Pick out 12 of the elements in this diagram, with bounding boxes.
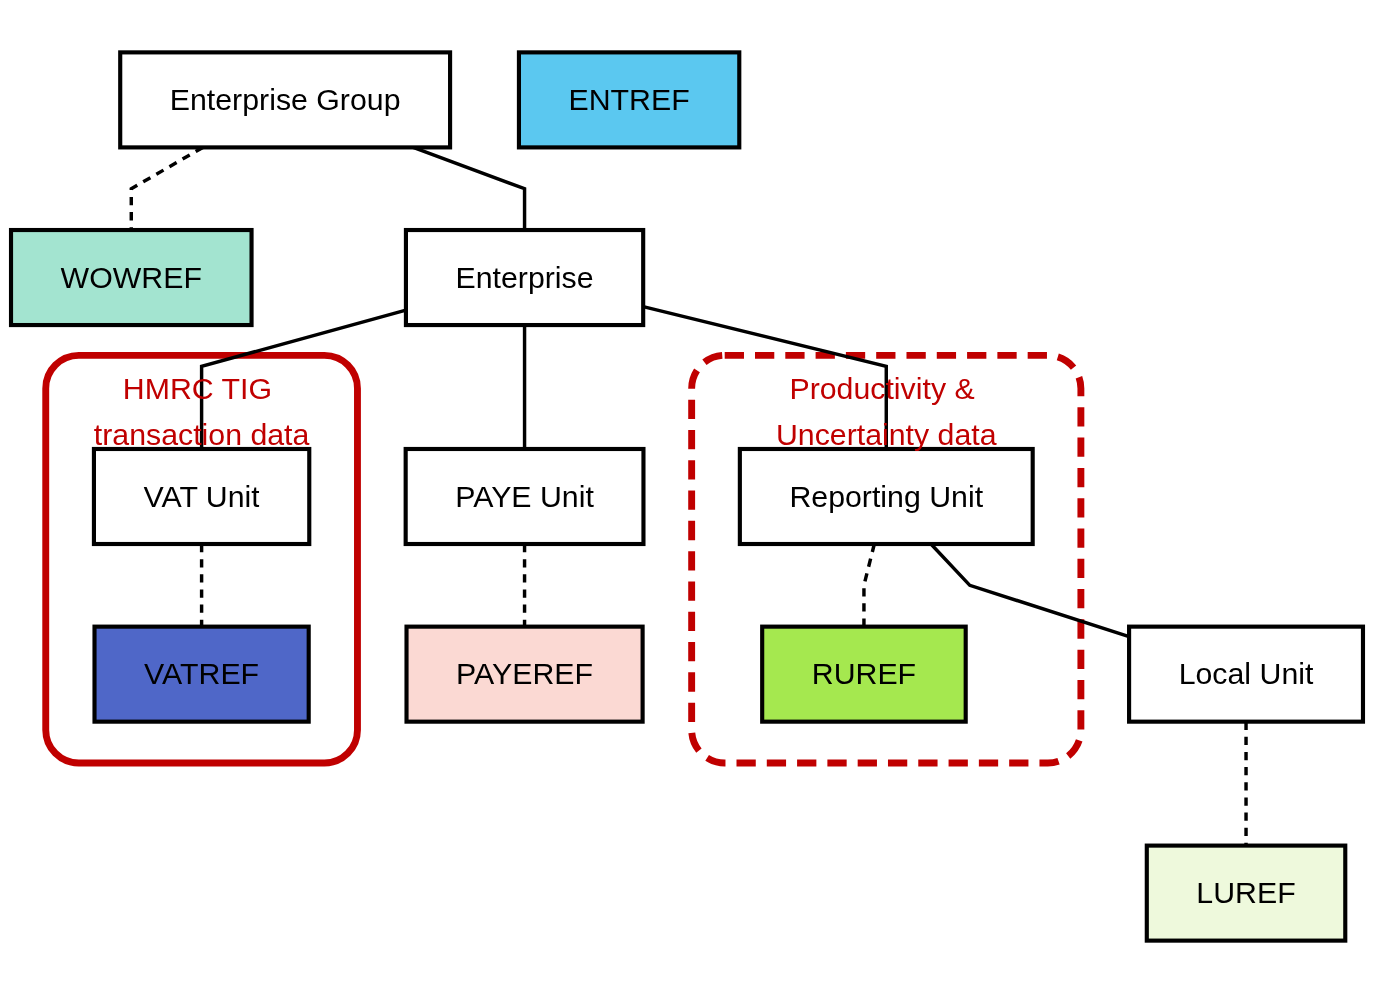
node-box: Local Unit (1127, 624, 1366, 724)
node-box: Enterprise (403, 227, 646, 328)
node-box: VAT Unit (91, 446, 312, 547)
node-box: PAYEREF (404, 624, 645, 724)
connector (1244, 721, 1248, 846)
node-box: PAYE Unit (403, 446, 646, 547)
node-box: ENTREF (516, 50, 742, 150)
node-box: VATREF (92, 624, 311, 724)
node-box: Enterprise Group (118, 50, 453, 150)
node-box: RUREF (760, 624, 968, 724)
node-box: LUREF (1144, 843, 1348, 943)
node-box: WOWREF (8, 227, 254, 328)
